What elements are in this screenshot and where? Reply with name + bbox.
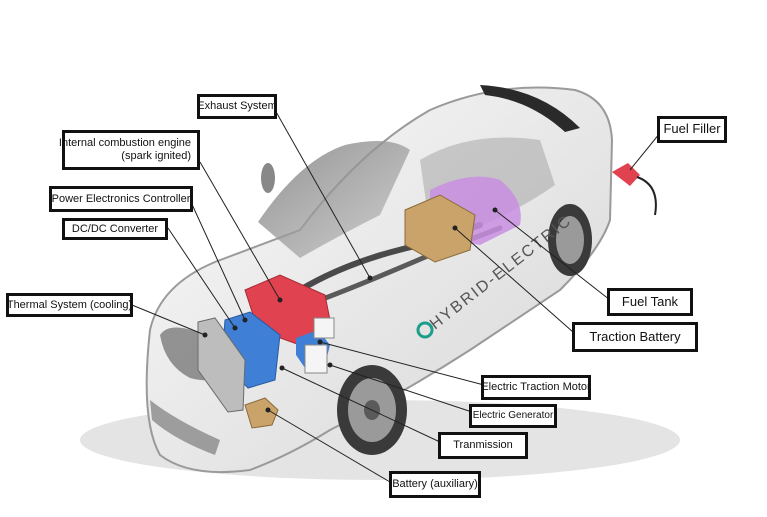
electric-generator-unit bbox=[304, 344, 328, 374]
car-logo-icon bbox=[416, 321, 434, 339]
label-dcdc-converter: DC/DC Converter bbox=[62, 218, 168, 240]
leader-lines bbox=[131, 109, 661, 483]
label-power-electronics-controller: Power Electronics Controller bbox=[49, 186, 193, 212]
leader-traction-battery bbox=[454, 227, 574, 333]
leader-aux-battery bbox=[267, 409, 391, 483]
coolant-reservoir bbox=[313, 317, 335, 339]
ice-line1: Internal combustion engine bbox=[58, 137, 191, 150]
rear-window bbox=[480, 85, 580, 132]
label-electric-generator: Electric Generator bbox=[469, 404, 557, 428]
leader-thermal bbox=[131, 304, 206, 336]
leader-exhaust bbox=[274, 109, 371, 279]
leader-generator bbox=[329, 364, 473, 413]
leader-transmission bbox=[281, 367, 441, 443]
label-exhaust-system: Exhaust System bbox=[197, 94, 277, 119]
label-thermal-system: Thermal System (cooling) bbox=[6, 293, 133, 317]
traction-battery bbox=[404, 194, 476, 263]
label-traction-battery: Traction Battery bbox=[572, 322, 698, 352]
lower-grille bbox=[150, 400, 220, 455]
label-fuel-filler: Fuel Filler bbox=[657, 116, 727, 143]
label-internal-combustion-engine: Internal combustion engine (spark ignite… bbox=[58, 130, 200, 170]
leader-motor bbox=[319, 341, 485, 386]
label-battery-auxiliary: Battery (auxiliary) bbox=[389, 471, 481, 498]
leader-fuel-filler bbox=[629, 132, 661, 171]
radiator bbox=[197, 317, 246, 413]
rear-wheel bbox=[548, 204, 592, 276]
auxiliary-battery bbox=[244, 397, 279, 429]
leader-fuel-tank bbox=[494, 209, 611, 301]
label-electric-traction-motor: Electric Traction Motor bbox=[481, 375, 591, 400]
label-fuel-tank: Fuel Tank bbox=[607, 288, 693, 316]
leader-pec bbox=[189, 199, 246, 321]
fuel-filler-nozzle bbox=[612, 163, 657, 216]
leader-ice bbox=[199, 161, 281, 301]
side-mirror bbox=[261, 163, 275, 193]
windshield bbox=[258, 141, 410, 258]
ice-line2: (spark ignited) bbox=[121, 150, 191, 162]
leader-dots bbox=[202, 207, 498, 413]
label-transmission: Tranmission bbox=[438, 432, 528, 459]
leader-dcdc bbox=[167, 227, 236, 329]
